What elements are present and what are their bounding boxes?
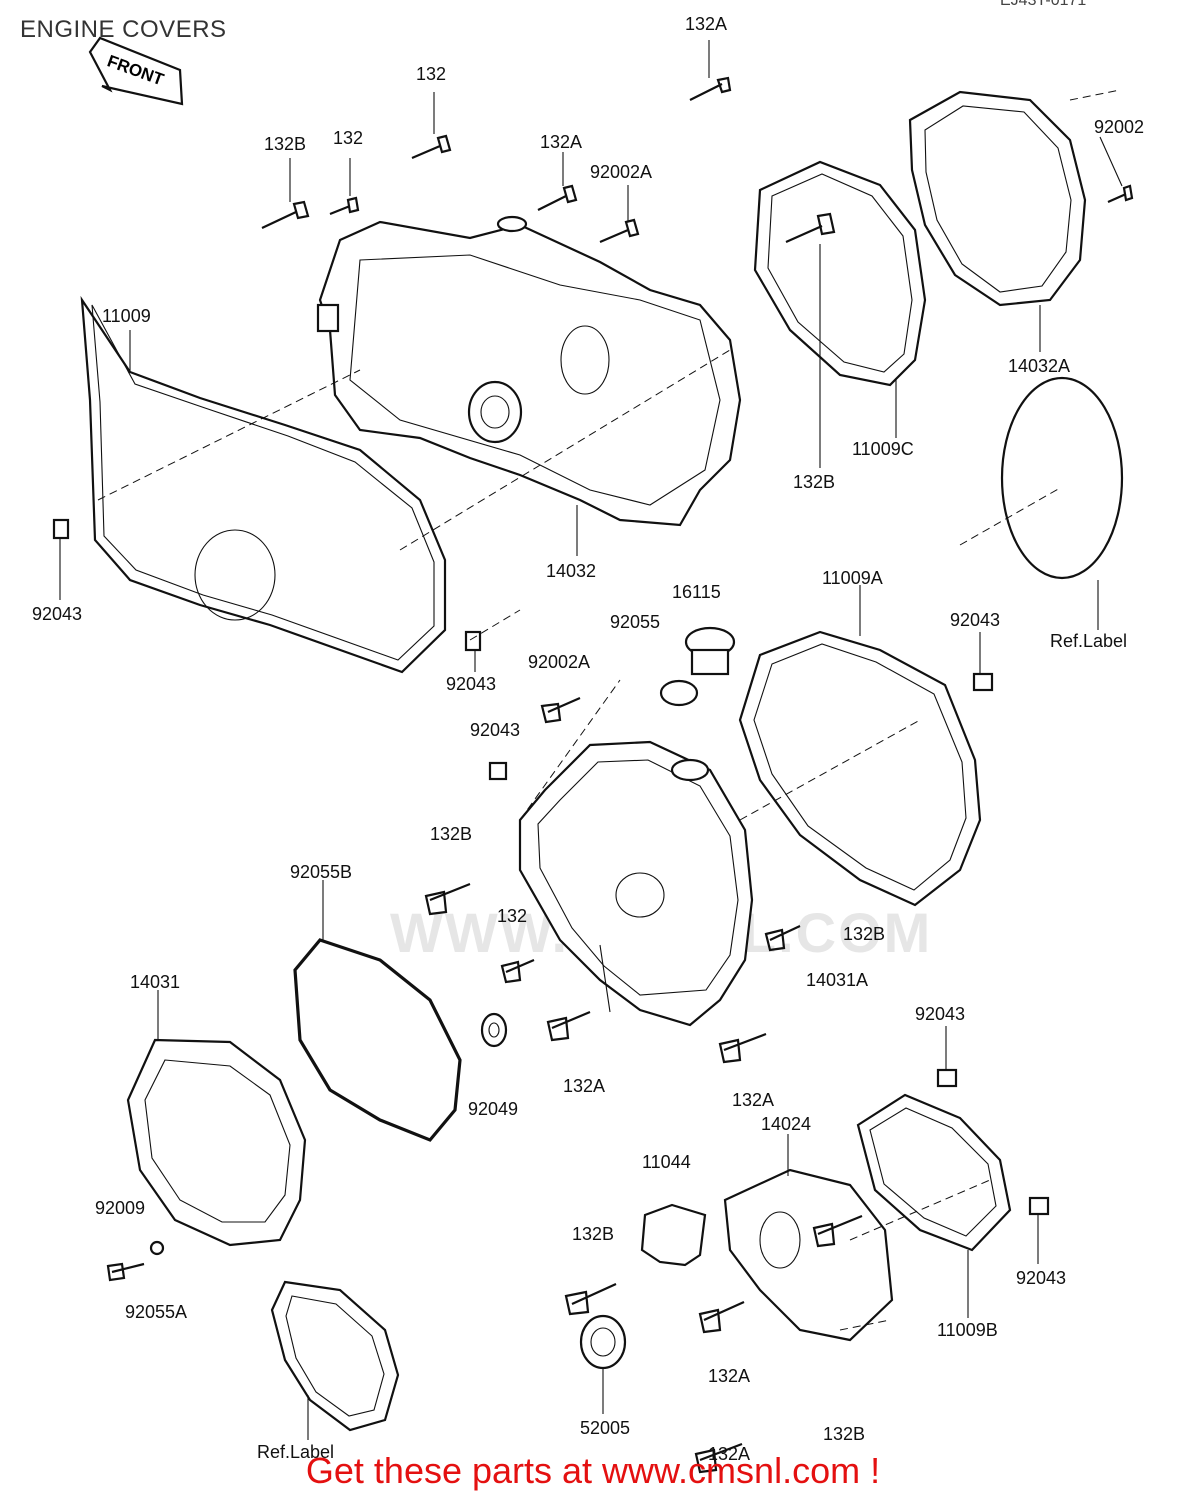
part-label: 132B bbox=[793, 472, 835, 492]
part-label: 92055A bbox=[125, 1302, 187, 1322]
bolt-icon bbox=[689, 76, 732, 101]
cover-14024 bbox=[723, 1168, 894, 1342]
part-label: 11009A bbox=[822, 568, 883, 588]
part-label: 132A bbox=[708, 1366, 750, 1386]
bolt-icons bbox=[106, 76, 1134, 1474]
part-label: 92002A bbox=[590, 162, 652, 182]
dowel-92043-icon bbox=[488, 761, 508, 781]
part-label: 132 bbox=[497, 906, 527, 926]
cover-14031a bbox=[518, 740, 754, 1027]
bracket-11044 bbox=[640, 1203, 707, 1267]
part-label: 132A bbox=[708, 1444, 750, 1464]
bolt-icon bbox=[540, 696, 581, 724]
bolt-icon bbox=[694, 1442, 743, 1474]
ref-label-disc-bottom bbox=[270, 1280, 400, 1432]
dowel-92043-icon bbox=[936, 1068, 958, 1088]
part-label: 92055 bbox=[610, 612, 660, 632]
page-title: ENGINE COVERS bbox=[20, 16, 227, 43]
part-label: 92043 bbox=[32, 604, 82, 624]
part-label: 92043 bbox=[470, 720, 520, 740]
cover-14032a bbox=[908, 90, 1087, 307]
part-label: 132B bbox=[264, 134, 306, 154]
part-label: 14031 bbox=[130, 972, 180, 992]
o-ring-92055a bbox=[149, 1240, 165, 1256]
part-label: 16115 bbox=[672, 582, 721, 602]
gasket-11009 bbox=[80, 295, 447, 674]
leader-lines bbox=[59, 40, 1123, 1440]
part-label: 92043 bbox=[446, 674, 496, 694]
part-label: 92043 bbox=[950, 610, 1000, 630]
front-arrow-icon: FRONT bbox=[88, 36, 184, 106]
bolt-icon bbox=[764, 925, 801, 952]
part-label: 132B bbox=[843, 924, 885, 944]
part-label: 132A bbox=[540, 132, 582, 152]
part-label: Ref.Label bbox=[1050, 631, 1127, 651]
part-label: 132A bbox=[685, 14, 727, 34]
bolt-icon bbox=[785, 212, 836, 244]
ref-label-disc-right bbox=[1000, 376, 1124, 580]
part-label: 11009 bbox=[102, 306, 151, 326]
seal-52005 bbox=[579, 1314, 627, 1370]
part-label: 92002A bbox=[528, 652, 590, 672]
dowel-92043-icon bbox=[464, 630, 482, 652]
dowel-92043-icon bbox=[972, 672, 994, 692]
part-label: 14032 bbox=[546, 561, 596, 581]
part-label: 92055B bbox=[290, 862, 352, 882]
part-label: 132B bbox=[572, 1224, 614, 1244]
o-ring-92055b bbox=[293, 938, 462, 1142]
gasket-11009a bbox=[738, 630, 982, 907]
bolt-icon bbox=[1107, 184, 1134, 204]
bolt-icon bbox=[718, 1032, 767, 1064]
part-label: 14024 bbox=[761, 1114, 811, 1134]
part-label: 132B bbox=[823, 1424, 865, 1444]
bolt-icon bbox=[329, 196, 360, 216]
bolt-icon bbox=[106, 1262, 145, 1282]
part-label: 14032A bbox=[1008, 356, 1070, 376]
part-label: 11044 bbox=[642, 1152, 691, 1172]
collar-92049 bbox=[480, 1012, 508, 1048]
bolt-icon bbox=[546, 1010, 591, 1042]
bolt-icon bbox=[424, 882, 471, 916]
bolt-icon bbox=[564, 1282, 617, 1316]
part-label: 11009C bbox=[852, 439, 914, 459]
part-label: 132A bbox=[732, 1090, 774, 1110]
bolt-icon bbox=[698, 1300, 745, 1334]
part-label: 92043 bbox=[915, 1004, 965, 1024]
bolt-icon bbox=[411, 134, 452, 160]
gasket-11009b bbox=[856, 1093, 1012, 1252]
cap-16115 bbox=[684, 626, 736, 676]
part-label: 92002 bbox=[1094, 117, 1144, 137]
part-label: 132B bbox=[430, 824, 472, 844]
bolt-icon bbox=[261, 200, 310, 229]
part-label: 11009B bbox=[937, 1320, 998, 1340]
dowel-92043-icon bbox=[52, 518, 70, 540]
part-label: 92009 bbox=[95, 1198, 145, 1218]
part-label: 132 bbox=[416, 64, 446, 84]
dowel-92043-icon bbox=[1028, 1196, 1050, 1216]
part-label: 132 bbox=[333, 128, 363, 148]
bolt-icon bbox=[599, 218, 640, 244]
part-label: 92043 bbox=[1016, 1268, 1066, 1288]
part-labels: 132A 132 132B 132 132A 92002A 92002 1100… bbox=[32, 14, 1144, 1464]
bolt-icon bbox=[537, 184, 578, 211]
crankcase-cover-14032 bbox=[316, 215, 742, 527]
footer-banner-link[interactable]: Get these parts at www.cmsnl.com ! bbox=[305, 1450, 881, 1491]
part-label: 132A bbox=[563, 1076, 605, 1096]
diagram-code: EJ43T-0171 bbox=[1000, 0, 1087, 9]
gasket-11009-hole bbox=[194, 529, 276, 621]
bolt-icon bbox=[812, 1214, 863, 1248]
cover-14031 bbox=[126, 1038, 307, 1247]
part-label: 92049 bbox=[468, 1099, 518, 1119]
part-label: 14031A bbox=[806, 970, 868, 990]
gasket-11009c bbox=[753, 160, 927, 387]
part-label: Ref.Label bbox=[257, 1442, 334, 1462]
part-label: 52005 bbox=[580, 1418, 630, 1438]
bolt-icon bbox=[500, 958, 535, 984]
o-ring-92055 bbox=[659, 679, 699, 707]
